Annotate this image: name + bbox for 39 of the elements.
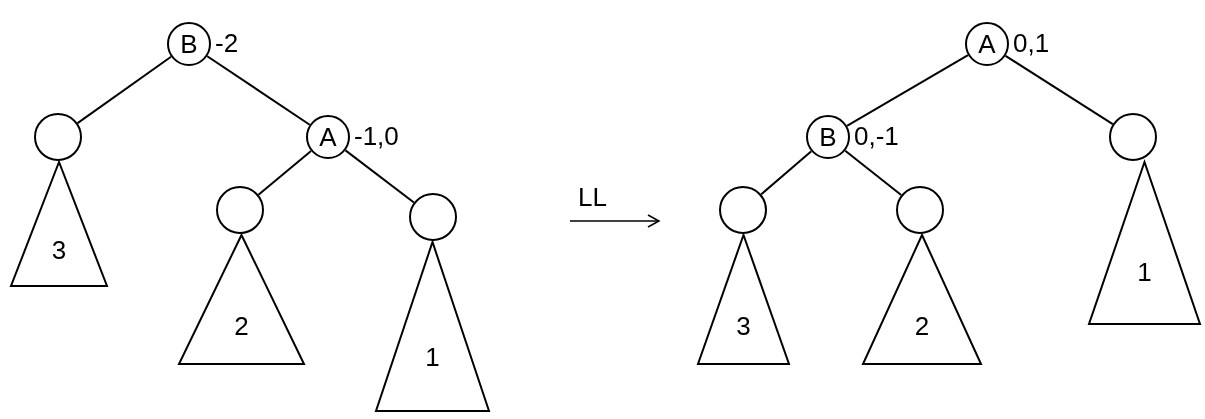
tree-node-circle	[34, 113, 82, 161]
tree-edge	[1004, 54, 1114, 126]
tree-node-circle	[409, 193, 457, 241]
subtree-label: 2	[233, 312, 250, 339]
node-label: B	[819, 124, 837, 150]
tree-node-circle	[306, 115, 350, 159]
tree-edge	[344, 149, 415, 204]
subtree-triangle	[375, 241, 490, 412]
subtree-label: 3	[735, 312, 752, 339]
subtree-label: 1	[424, 343, 441, 370]
balance-factor: -1,0	[354, 123, 399, 149]
balance-factor: 0,1	[1013, 30, 1050, 56]
tree-node-circle	[965, 22, 1009, 66]
subtree-triangle	[10, 161, 108, 287]
balance-factor: 0,-1	[854, 123, 899, 149]
subtree-label: 2	[913, 312, 931, 339]
tree-node-circle	[1109, 113, 1157, 161]
tree-edge	[760, 150, 813, 196]
node-label: A	[319, 124, 337, 150]
subtree-triangle	[178, 234, 305, 365]
tree-edge	[206, 55, 311, 126]
subtree-label: 3	[50, 236, 68, 263]
tree-node-circle	[167, 22, 211, 66]
tree-edge	[76, 55, 173, 125]
tree-edge	[257, 150, 313, 196]
tree-node-circle	[216, 186, 264, 234]
node-label: A	[978, 31, 996, 57]
node-label: B	[180, 31, 198, 57]
subtree-triangle	[862, 234, 982, 365]
subtree-triangle	[1088, 161, 1201, 325]
tree-node-circle	[719, 186, 767, 234]
subtree-label: 1	[1136, 259, 1153, 286]
tree-edge	[844, 149, 903, 197]
tree-node-circle	[896, 186, 944, 234]
tree-edge	[846, 54, 969, 127]
tree-node-circle	[806, 115, 850, 159]
subtree-triangle	[697, 234, 790, 365]
balance-factor: -2	[215, 30, 239, 56]
rotation-label: LL	[578, 184, 607, 210]
